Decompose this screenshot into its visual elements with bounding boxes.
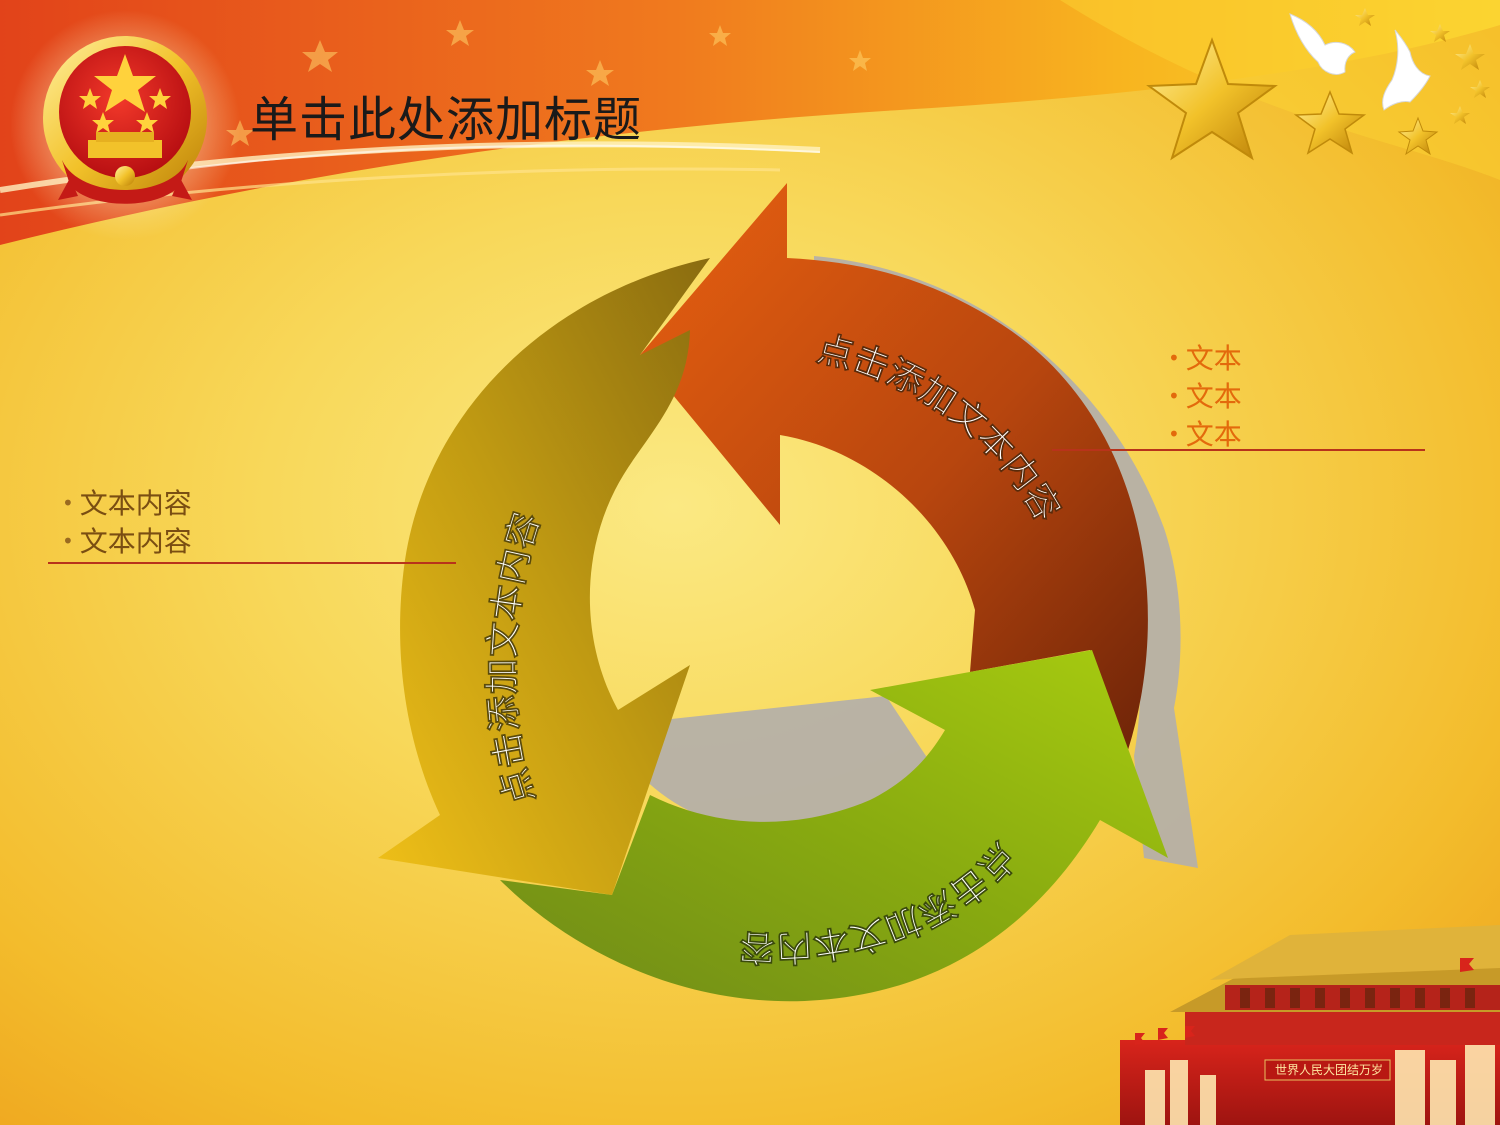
national-emblem-icon (43, 36, 207, 204)
gold-star-icon (1146, 8, 1490, 161)
cycle-segment-left[interactable] (378, 258, 710, 895)
gate-banner-text: 世界人民大团结万岁 (1274, 1063, 1383, 1077)
left-bullet-item: 文本内容 (62, 486, 192, 524)
tiananmen-gate-icon (1120, 925, 1500, 1125)
right-bullet-item: 文本 (1168, 417, 1242, 455)
left-bullet-list[interactable]: 文本内容 文本内容 (62, 486, 192, 562)
cycle-segment-bottom[interactable] (500, 650, 1168, 1002)
dove-icon (1289, 13, 1431, 111)
cycle-segment-right[interactable] (640, 183, 1148, 750)
left-bullet-item: 文本内容 (62, 524, 192, 562)
right-bullet-list[interactable]: 文本 文本 文本 (1168, 341, 1242, 455)
right-bullet-item: 文本 (1168, 341, 1242, 379)
right-divider (1052, 449, 1425, 451)
right-bullet-item: 文本 (1168, 379, 1242, 417)
left-divider (48, 562, 456, 564)
slide-title[interactable]: 单击此处添加标题 (250, 92, 643, 148)
